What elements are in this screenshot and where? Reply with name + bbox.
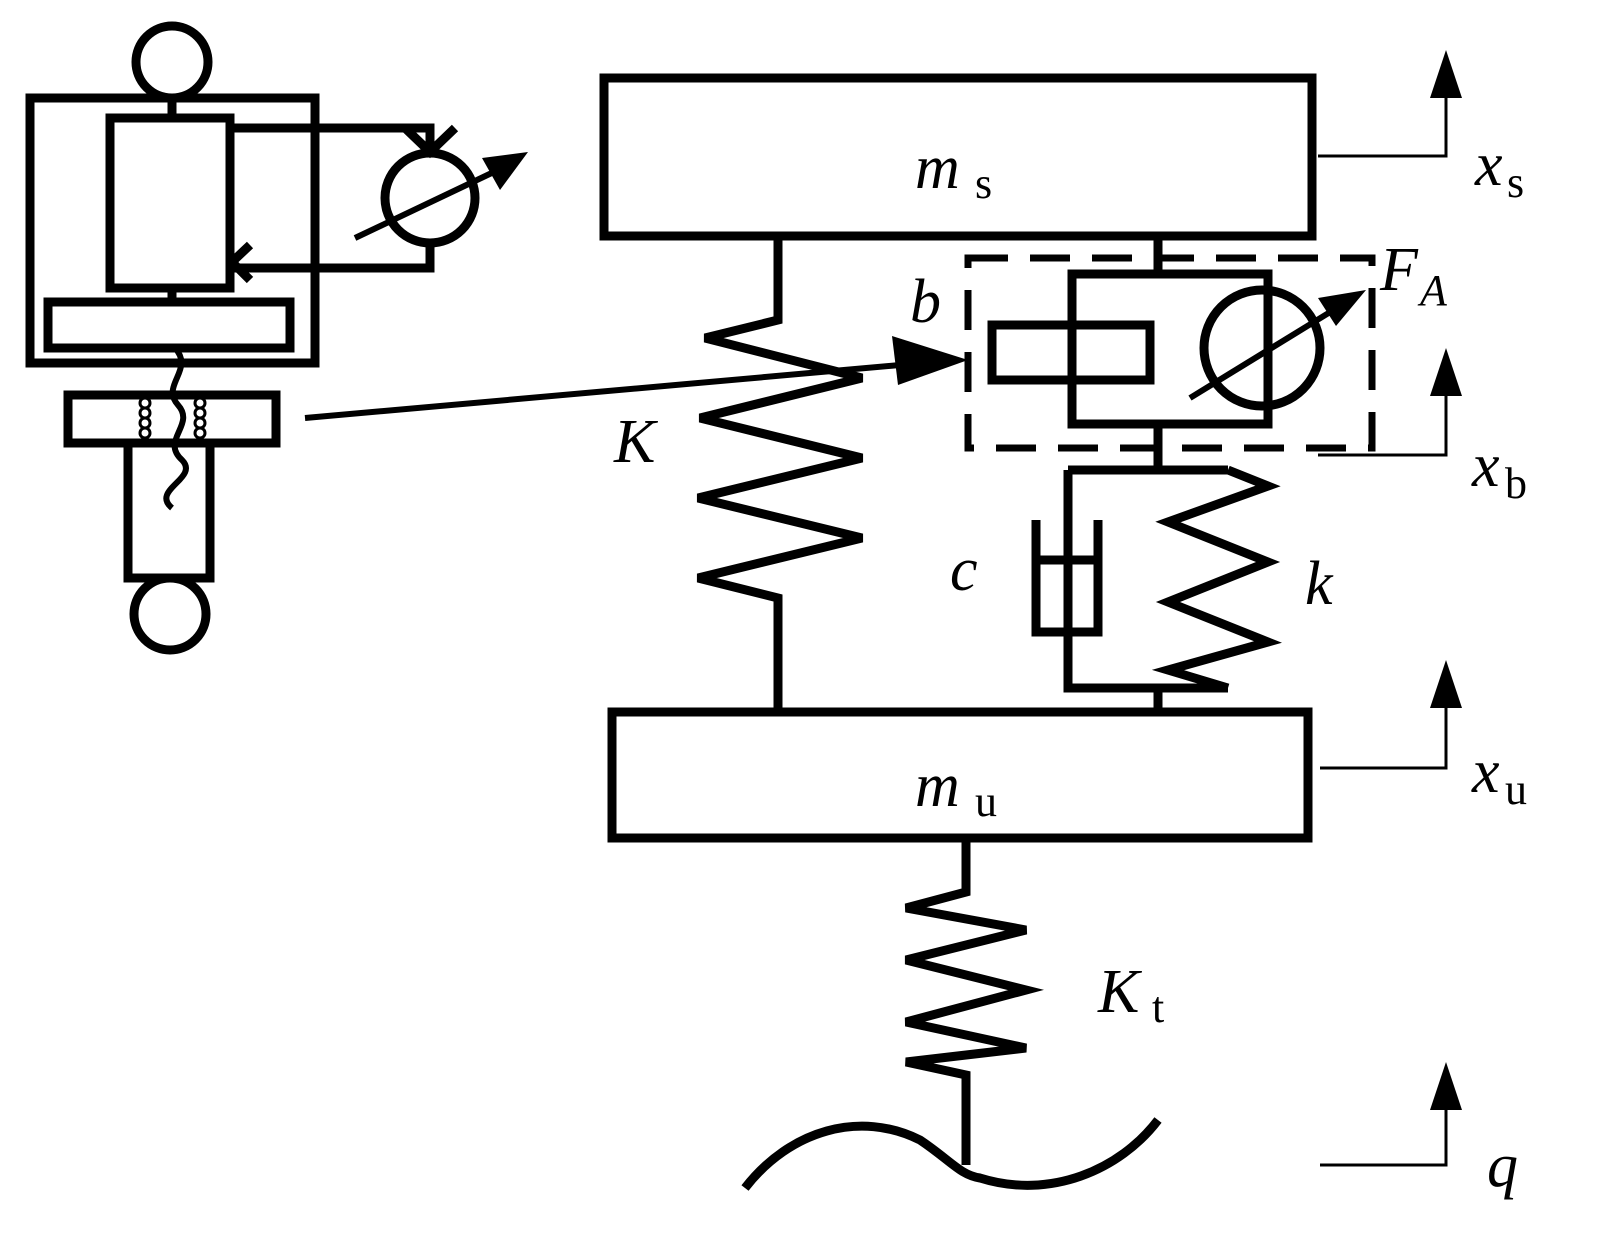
- label-xb-sub: b: [1505, 459, 1527, 508]
- label-xu-main: x: [1471, 738, 1500, 806]
- label-xs-sub: s: [1507, 158, 1524, 207]
- label-Kt-main: K: [1097, 958, 1143, 1026]
- label-ms-sub: s: [975, 159, 992, 208]
- tire-spring-Kt: [904, 838, 1044, 1165]
- label-b: b: [910, 268, 941, 336]
- sprung-mass-block: [599, 73, 1317, 241]
- bottom-mount-eye: [129, 573, 211, 655]
- label-FA-sub: A: [1417, 266, 1448, 315]
- inner-cylinder: [105, 113, 235, 293]
- label-mu-sub: u: [975, 777, 997, 826]
- label-k: k: [1305, 550, 1334, 618]
- pointer-arrowhead: [892, 336, 968, 385]
- device-sketch: [25, 21, 968, 655]
- label-xb-main: x: [1471, 432, 1500, 500]
- lower-rod: [123, 438, 215, 583]
- label-ms-main: m: [915, 134, 960, 202]
- flywheel-plate: [43, 297, 295, 353]
- secondary-spring-k: [1151, 465, 1282, 693]
- variable-pump-icon: [380, 148, 480, 248]
- top-mount-eye: [131, 21, 213, 103]
- label-q: q: [1487, 1132, 1518, 1200]
- inerter-actuator-dashed-box: [964, 254, 1376, 452]
- inerter-element: [987, 320, 1155, 385]
- disp-arrow-xb: [1318, 348, 1462, 457]
- disp-arrow-xu: [1320, 660, 1462, 770]
- actuator-circle: [1199, 285, 1325, 411]
- label-xs-main: x: [1474, 131, 1503, 199]
- outer-housing: [25, 93, 320, 368]
- label-K: K: [613, 408, 659, 476]
- disp-arrow-q: [1320, 1062, 1462, 1167]
- label-xu-sub: u: [1505, 765, 1527, 814]
- label-Kt-sub: t: [1152, 983, 1164, 1032]
- ball-screw-nut: [63, 390, 281, 448]
- unsprung-mass-block: [607, 707, 1313, 843]
- disp-arrow-xs: [1318, 50, 1462, 158]
- pointer-line: [304, 362, 901, 421]
- label-FA-main: F: [1379, 236, 1419, 304]
- label-c: c: [950, 536, 978, 604]
- road-surface: [741, 1117, 1162, 1191]
- main-spring-K: [696, 236, 864, 712]
- label-mu-main: m: [915, 752, 960, 820]
